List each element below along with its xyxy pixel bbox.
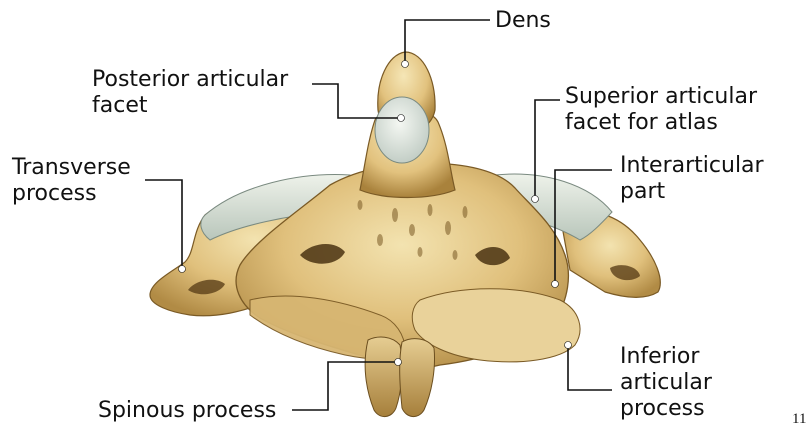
posterior-articular-facet-shape xyxy=(375,97,429,163)
label-spinous-process: Spinous process xyxy=(98,398,276,424)
label-interarticular-part: Interarticular part xyxy=(620,153,764,205)
spinous-process-shape xyxy=(365,337,402,417)
page-number: 11 xyxy=(792,411,806,428)
label-superior-articular-facet: Superior articular facet for atlas xyxy=(565,84,757,136)
label-transverse-process: Transverse process xyxy=(12,155,131,207)
label-dens: Dens xyxy=(495,8,551,34)
label-inferior-articular-process: Inferior articular process xyxy=(620,344,712,422)
label-posterior-articular-facet: Posterior articular facet xyxy=(92,67,288,119)
